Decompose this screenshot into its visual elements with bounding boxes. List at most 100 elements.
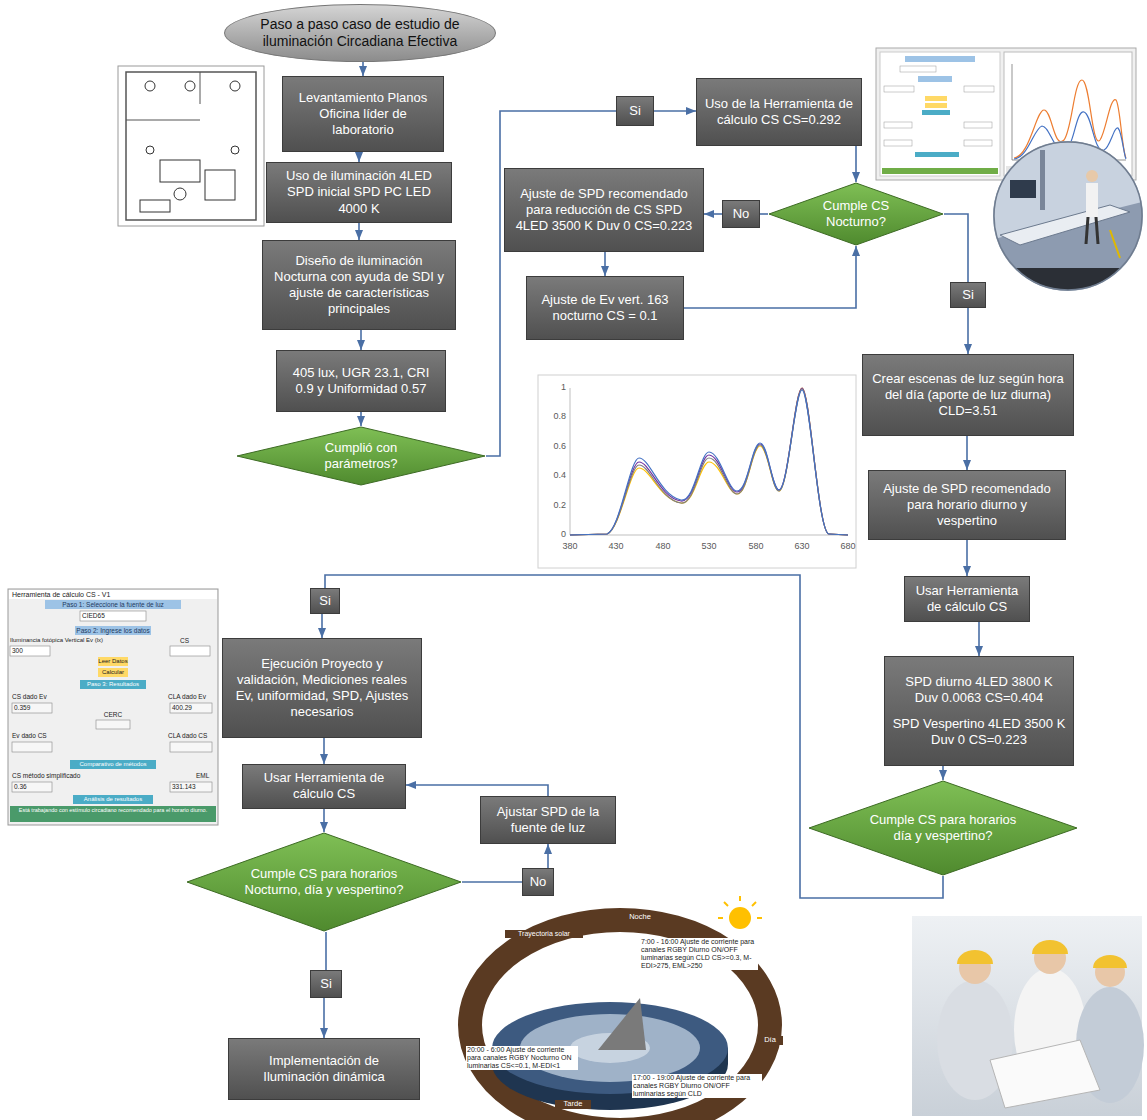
- process-box: Crear escenas de luz según hora del día …: [862, 354, 1074, 436]
- ui-text: 400.29: [172, 704, 210, 711]
- node-text: Usar Herramienta de cálculo CS: [250, 770, 398, 803]
- connector: [358, 223, 360, 240]
- axis-tick: 480: [648, 541, 678, 551]
- process-box: Ajuste de Ev vert. 163 nocturno CS = 0.1: [526, 276, 684, 340]
- node-text: Levantamiento Planos Oficina líder de la…: [290, 90, 436, 139]
- connector: [547, 844, 549, 868]
- process-box: Ajustar SPD de la fuente de luz: [480, 796, 616, 844]
- ui-text: Paso 1: Seleccione la fuente de luz: [45, 601, 181, 608]
- ui-text: CERC: [100, 711, 126, 718]
- connector: [462, 881, 522, 883]
- diamond-text-area: Cumple CS para horarios día y vespertino…: [868, 812, 1018, 843]
- process-box: Levantamiento Planos Oficina líder de la…: [282, 76, 444, 152]
- floor-plan: [118, 66, 264, 226]
- title-oval: Paso a paso caso de estudio de iluminaci…: [224, 4, 496, 62]
- node-text: Uso de la Herramienta de cálculo CS CS=0…: [704, 96, 854, 129]
- software-screenshot: [8, 589, 218, 825]
- process-box: Implementación de Iluminación dinámica: [228, 1038, 420, 1100]
- connector: [942, 766, 944, 780]
- ui-text: 0.36: [14, 783, 50, 790]
- connector: [978, 622, 980, 656]
- decision-diamond: Cumple CS Nocturno?: [768, 182, 944, 246]
- node-text: Paso a paso caso de estudio de iluminaci…: [243, 16, 477, 50]
- ui-text: CS método simplificado: [12, 772, 104, 779]
- decision-diamond: Cumple CS para horarios día y vespertino…: [808, 780, 1078, 876]
- axis-tick: 0.4: [540, 470, 566, 480]
- connector: [855, 146, 857, 182]
- node-text: Cumple CS para horarios Nocturno, día y …: [244, 866, 404, 897]
- connector: [360, 412, 362, 426]
- branch-label-box: No: [722, 200, 760, 228]
- axis-tick: 0: [540, 529, 566, 539]
- connector: [362, 62, 364, 76]
- branch-label-box: Si: [310, 970, 342, 998]
- node-text: Ajuste de SPD recomendado para reducción…: [512, 186, 696, 235]
- decision-diamond: Cumple CS para horarios Nocturno, día y …: [186, 832, 462, 932]
- connector: [321, 614, 323, 638]
- connector: [966, 540, 968, 576]
- diamond-text-area: Cumple CS Nocturno?: [808, 198, 904, 229]
- ui-text: Herramienta de cálculo CS - V1: [12, 591, 182, 599]
- spectrum-chart: [538, 375, 856, 568]
- ui-text: Está trabajando con estímulo circadiano …: [12, 807, 214, 813]
- process-box: Usar Herramienta de cálculo CS: [242, 764, 406, 809]
- annotation: Día: [757, 1036, 783, 1045]
- connector: [604, 252, 606, 276]
- axis-tick: 0.8: [540, 411, 566, 421]
- process-box: 405 lux, UGR 23.1, CRI 0.9 y Uniformidad…: [276, 350, 446, 412]
- photo-engineers: [912, 916, 1144, 1116]
- node-text: Ajustar SPD de la fuente de luz: [488, 804, 608, 837]
- connector: [323, 998, 325, 1038]
- node-text: No: [525, 874, 551, 890]
- branch-label-box: Si: [310, 588, 340, 614]
- process-box: Ajuste de SPD recomendado para reducción…: [504, 168, 704, 252]
- connector: [323, 809, 325, 833]
- ui-text: Leer Datos: [98, 658, 128, 665]
- node-text: Cumple CS para horarios día y vespertino…: [868, 812, 1018, 843]
- process-box: Diseño de iluminación Nocturna con ayuda…: [262, 240, 456, 330]
- node-text: Crear escenas de luz según hora del día …: [870, 371, 1066, 420]
- annotation: 17:00 - 19:00 Ajuste de corriente para c…: [632, 1074, 762, 1098]
- axis-tick: 1: [540, 382, 566, 392]
- ui-text: CIED65: [82, 612, 144, 619]
- connector: [966, 436, 968, 470]
- node-text: SPD diurno 4LED 3800 K Duv 0.0063 CS=0.4…: [892, 674, 1066, 707]
- process-box: Usar Herramienta de cálculo CS: [904, 576, 1030, 622]
- ui-text: Paso 3: Resultados: [80, 681, 146, 688]
- ui-text: 0.359: [14, 704, 50, 711]
- axis-tick: 430: [601, 541, 631, 551]
- connector: [360, 330, 362, 350]
- axis-tick: 580: [741, 541, 771, 551]
- ui-text: Comparativo de métodos: [70, 761, 156, 768]
- node-text: Ajuste de Ev vert. 163 nocturno CS = 0.1: [534, 292, 676, 325]
- process-box: Uso de iluminación 4LED SPD inicial SPD …: [266, 162, 452, 223]
- axis-tick: 680: [833, 541, 863, 551]
- axis-tick: 0.2: [540, 500, 566, 510]
- branch-label-box: Si: [616, 96, 654, 126]
- node-text: Ejecución Proyecto y validación, Medicio…: [230, 656, 414, 721]
- branch-label-box: No: [522, 868, 554, 896]
- node-text: Si: [953, 287, 983, 303]
- node-text: Si: [619, 103, 651, 119]
- node-text: Si: [313, 593, 337, 609]
- render-3d: [990, 140, 1147, 300]
- node-text: Cumple CS Nocturno?: [808, 198, 904, 229]
- connector: [684, 246, 856, 308]
- process-box: Uso de la Herramienta de cálculo CS CS=0…: [696, 78, 862, 146]
- process-box: Ajuste de SPD recomendado para horario d…: [868, 470, 1066, 540]
- node-text: Implementación de Iluminación dinámica: [236, 1053, 412, 1086]
- connector: [760, 213, 768, 215]
- diamond-text-area: Cumplió con parámetros?: [296, 440, 426, 471]
- node-text: No: [725, 206, 757, 222]
- node-text: 405 lux, UGR 23.1, CRI 0.9 y Uniformidad…: [284, 365, 438, 398]
- node-text: Ajuste de SPD recomendado para horario d…: [876, 481, 1058, 530]
- connector: [944, 214, 968, 282]
- node-text: Diseño de iluminación Nocturna con ayuda…: [270, 253, 448, 318]
- ui-text: EML: [196, 772, 216, 779]
- node-text: Cumplió con parámetros?: [296, 440, 426, 471]
- connector: [325, 932, 327, 970]
- axis-tick: 530: [694, 541, 724, 551]
- ui-text: Ev dado CS: [12, 732, 72, 739]
- axis-tick: 380: [555, 541, 585, 551]
- ui-text: CS dado Ev: [12, 693, 72, 700]
